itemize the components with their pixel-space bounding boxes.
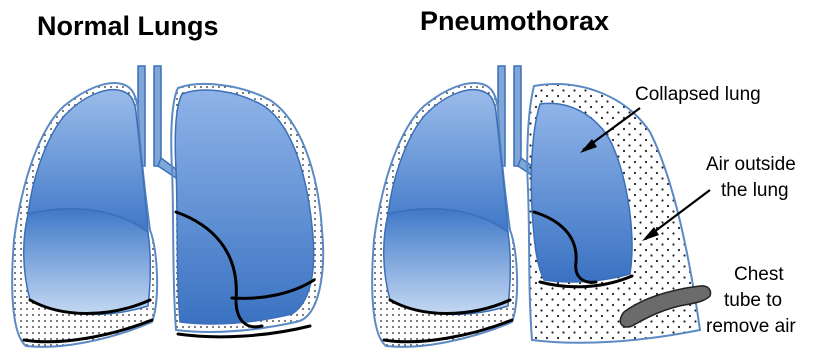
normal-lungs (12, 66, 323, 347)
label-air-outside-2: the lung (721, 180, 789, 201)
label-air-outside-1: Air outside (706, 154, 796, 175)
label-chest-tube-1: Chest (734, 264, 784, 285)
pneumothorax-lungs (372, 66, 710, 347)
label-chest-tube-2: tube to (724, 290, 782, 311)
title-pneumothorax: Pneumothorax (420, 6, 609, 36)
left-lower-lobe-pneumo (384, 209, 511, 315)
left-lower-lobe (24, 209, 151, 315)
label-collapsed-lung: Collapsed lung (635, 84, 761, 105)
label-chest-tube-3: remove air (706, 316, 796, 337)
title-normal-lungs: Normal Lungs (37, 11, 219, 41)
